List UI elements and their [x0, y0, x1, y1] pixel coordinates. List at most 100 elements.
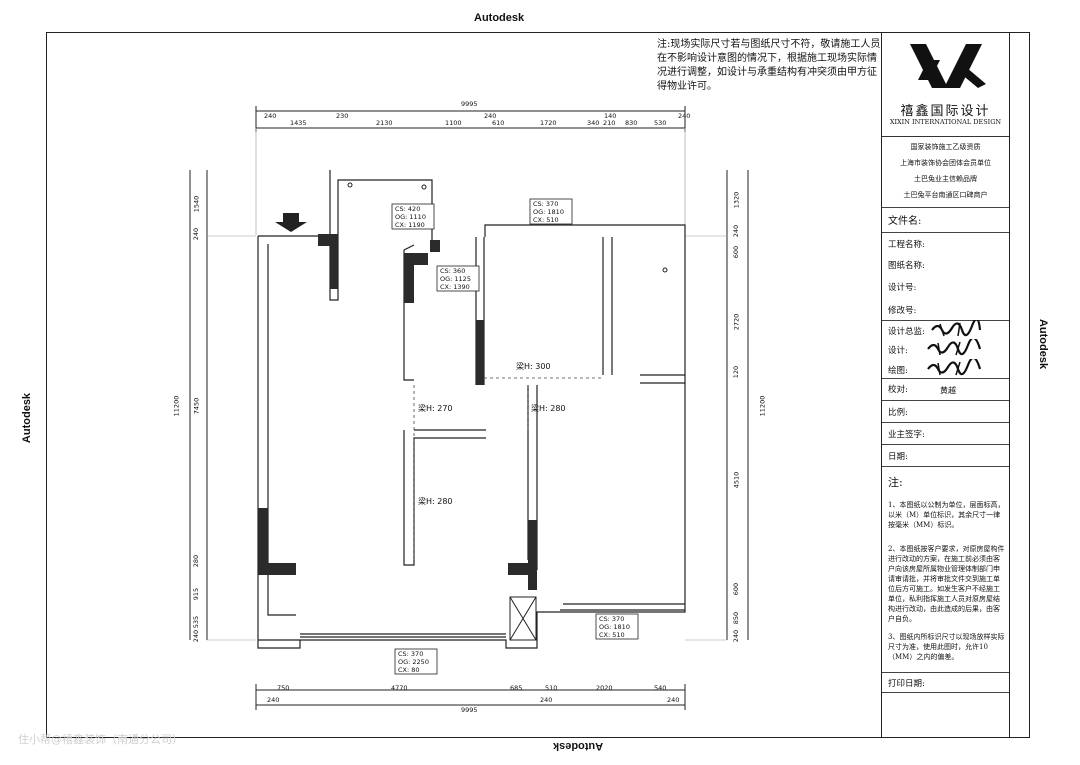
- beam-label: 梁H: 280: [531, 404, 566, 413]
- credential: 国家装饰施工乙级资质: [910, 143, 981, 151]
- dim-left-total: 11200: [172, 395, 181, 417]
- credential: 土巴兔业主信赖品牌: [914, 175, 977, 183]
- company-name-en: XIXIN INTERNATIONAL DESIGN: [889, 118, 1002, 126]
- beam-label: 梁H: 300: [516, 362, 551, 371]
- dim-right-seg: 850: [732, 611, 741, 625]
- dim-top-seg: 610: [492, 119, 505, 127]
- field-drafter: 绘图:: [888, 366, 908, 376]
- note-1: 1、本图纸以公制为单位，层面标高，以米（M）单位标识，其余尺寸一律按毫米（MM）…: [888, 501, 1005, 529]
- dim-top-seg: 140: [604, 112, 617, 120]
- signature-icon: [931, 320, 982, 337]
- note-2: 2、本图纸按客户要求，对原房屋构件进行改动的方案，在施工前必须由客户向该房屋所属…: [888, 545, 1005, 623]
- dim-right-seg: 240: [732, 629, 741, 643]
- dim-top-seg: 240: [264, 112, 277, 120]
- drawing-frame: [46, 32, 1030, 738]
- floor-plan: [189, 106, 749, 710]
- dim-top-seg: 1720: [540, 119, 557, 127]
- checker-value: 黄越: [940, 386, 956, 395]
- edge-label-right: Autodesk: [1037, 318, 1050, 370]
- top-note: 注:现场实际尺寸若与图纸尺寸不符，敬请施工人员在不影响设计意图的情况下，根据施工…: [657, 39, 881, 92]
- dim-right-seg: 4510: [732, 471, 741, 489]
- logo-area: 禧鑫国际设计 XIXIN INTERNATIONAL DESIGN: [882, 32, 1009, 137]
- signature-icon: [927, 339, 982, 356]
- dim-top-seg: 340: [587, 119, 600, 127]
- dim-left-seg: 240: [192, 227, 201, 241]
- column: [528, 520, 537, 590]
- column: [330, 234, 338, 289]
- company-name-cn: 禧鑫国际设计: [900, 104, 991, 119]
- field-design-no: 设计号:: [888, 283, 917, 293]
- dim-top-seg: 210: [603, 119, 616, 127]
- dim-right-seg: 1320: [732, 191, 741, 209]
- dim-left-seg: 535: [192, 615, 201, 629]
- dim-top-total: 9995: [461, 100, 478, 108]
- column: [404, 253, 414, 303]
- edge-label-top: Autodesk: [474, 12, 525, 24]
- dim-left-seg: 7450: [192, 397, 201, 415]
- watermark: 住小帮@禧鑫装饰（南通分公司）: [18, 733, 183, 746]
- window-callout-1: [391, 203, 435, 230]
- window-callout-5: [394, 648, 438, 675]
- column: [476, 320, 484, 385]
- outer-wall: [257, 224, 686, 649]
- field-drawing-name: 图纸名称:: [888, 261, 925, 271]
- field-owner-sign: 业主签字:: [888, 430, 925, 440]
- dim-right-seg: 2720: [732, 313, 741, 331]
- dim-left-seg: 915: [192, 587, 201, 601]
- dim-bottom-seg: 2020: [596, 684, 613, 692]
- dim-bottom-seg: 4770: [391, 684, 408, 692]
- dim-top-seg: 1100: [445, 119, 462, 127]
- company-logo-icon: [910, 44, 986, 88]
- column: [430, 240, 440, 252]
- field-file-name: 文件名:: [888, 216, 922, 227]
- dim-bottom-small: 240: [267, 696, 280, 704]
- dim-top-seg: 240: [678, 112, 691, 120]
- window-callout-3: [436, 265, 480, 292]
- dim-bottom-seg: 685: [510, 684, 523, 692]
- field-checker: 校对:: [888, 385, 908, 395]
- window-callout-4: [595, 613, 639, 640]
- credential: 土巴兔平台南通区口碑商户: [903, 191, 988, 199]
- dim-left-seg: 240: [192, 629, 201, 643]
- beam-label: 梁H: 280: [418, 497, 453, 506]
- dim-bottom-small: 240: [540, 696, 553, 704]
- dim-bottom-seg: 510: [545, 684, 558, 692]
- field-scale: 比例:: [888, 408, 908, 418]
- dim-top-seg: 530: [654, 119, 667, 127]
- dim-left-seg: 280: [192, 554, 201, 568]
- duct-shaft: [509, 596, 537, 641]
- dim-left-seg: 1540: [192, 195, 201, 213]
- column: [318, 234, 332, 246]
- credential: 上海市装饰协会团体会员单位: [900, 159, 991, 167]
- dim-bottom-seg: 750: [277, 684, 290, 692]
- notes-title: 注:: [888, 476, 903, 489]
- column: [414, 253, 428, 265]
- field-designer: 设计:: [888, 346, 908, 356]
- beam-label: 梁H: 270: [418, 404, 453, 413]
- dim-top-seg: 830: [625, 119, 638, 127]
- note-3: 3、图纸内所标识尺寸以现场放样实际尺寸为准，使用此图时，允许10（MM）之内的偏…: [888, 633, 1005, 661]
- edge-label-bottom: Autodesk: [553, 740, 604, 752]
- dim-right-seg: 600: [732, 582, 741, 596]
- dim-top-seg: 240: [484, 112, 497, 120]
- dim-right-seg: 120: [732, 365, 741, 379]
- field-chief-designer: 设计总监:: [888, 327, 925, 337]
- field-project-name: 工程名称:: [888, 240, 925, 250]
- dim-bottom-small: 240: [667, 696, 680, 704]
- dim-top-seg: 1435: [290, 119, 307, 127]
- window-callout-2: [529, 198, 573, 225]
- entrance-arrow-icon: [275, 213, 307, 232]
- dim-top-seg: 230: [336, 112, 349, 120]
- dim-bottom-total: 9995: [461, 706, 478, 714]
- title-block: 禧鑫国际设计 XIXIN INTERNATIONAL DESIGN 国家装饰施工…: [881, 32, 1010, 738]
- dim-right-total: 11200: [758, 395, 767, 417]
- dim-right-seg: 240: [732, 224, 741, 238]
- dim-top-seg: 2130: [376, 119, 393, 127]
- column: [258, 508, 268, 575]
- field-revision-no: 修改号:: [888, 306, 917, 316]
- dim-right-seg: 600: [732, 245, 741, 259]
